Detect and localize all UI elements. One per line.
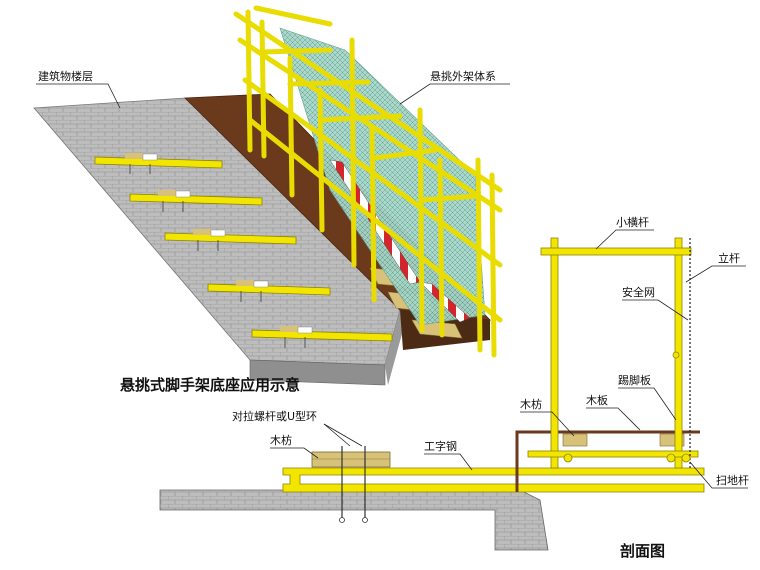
label-small-crossbar: 小横杆 (595, 215, 654, 250)
section-i-beam (282, 467, 705, 493)
scaffold-frame (233, 5, 503, 358)
i-beam-label: 工字钢 (424, 439, 457, 453)
label-upright: 立杆 (685, 251, 746, 283)
label-building-floor: 建筑物楼层 (36, 69, 121, 109)
small-crossbar-label: 小横杆 (616, 215, 649, 229)
upright-label: 立杆 (718, 251, 740, 265)
label-timber-right: 木枋 (520, 397, 575, 437)
section-title: 剖面图 (620, 542, 665, 560)
i-beam-4 (207, 280, 331, 296)
tie-bolts (129, 164, 306, 348)
i-beam-5 (251, 326, 393, 342)
label-tie-rod: 对拉螺杆或U型环 (232, 409, 363, 447)
plank-label: 木板 (586, 393, 608, 407)
building-floor-label: 建筑物楼层 (38, 69, 93, 83)
i-beam-1 (94, 153, 223, 169)
section-scaffold (527, 237, 699, 469)
sweep-bar-label: 扫地杆 (716, 473, 749, 487)
cantilever-scaffold-label: 悬挑外架体系 (430, 69, 496, 83)
section-toe-board (515, 430, 700, 492)
safety-net-label: 安全网 (622, 285, 655, 299)
section-timber-left (311, 451, 391, 468)
label-safety-net: 安全网 (622, 285, 689, 321)
label-plank: 木板 (586, 393, 641, 431)
label-sweep-bar: 扫地杆 (689, 461, 749, 489)
tie-rod-label: 对拉螺杆或U型环 (232, 409, 317, 423)
main-title: 悬挑式脚手架底座应用示意 (120, 376, 300, 394)
section-timbers-right (562, 433, 685, 447)
section-slab (159, 489, 549, 551)
timber-right-label: 木枋 (520, 397, 542, 411)
toe-board-label: 踢脚板 (618, 373, 651, 387)
timber-left-label: 木枋 (270, 433, 292, 447)
label-i-beam: 工字钢 (424, 439, 473, 471)
label-cantilever-scaffold: 悬挑外架体系 (399, 69, 510, 105)
label-timber-left: 木枋 (270, 433, 319, 459)
section-tie-rods (339, 446, 368, 523)
label-toe-board: 踢脚板 (618, 373, 677, 421)
i-beam-2 (129, 190, 263, 206)
i-beam-3 (164, 229, 297, 245)
